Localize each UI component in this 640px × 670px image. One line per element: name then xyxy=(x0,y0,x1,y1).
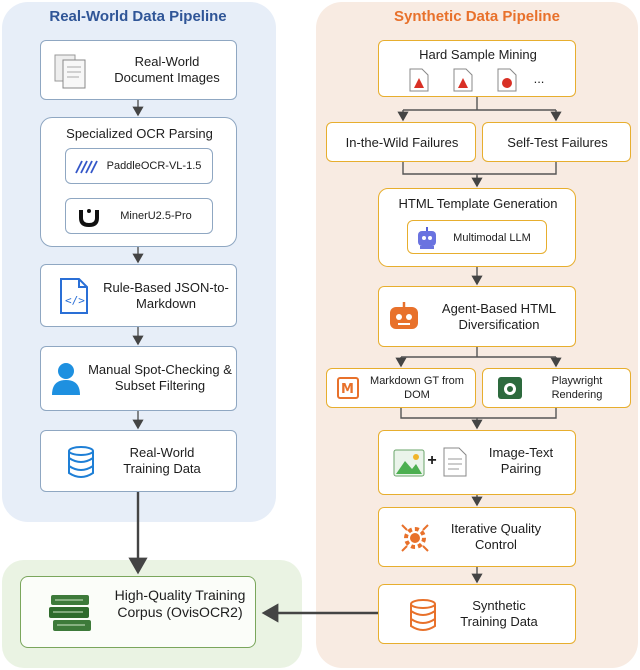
image-text-pairing-label: Image-Text Pairing xyxy=(488,445,554,476)
real-training-label: Real-World Training Data xyxy=(123,445,201,476)
rule-based-box: </> Rule-Based JSON-to-Markdown xyxy=(40,264,237,327)
paddle-label: PaddleOCR-VL-1.5 xyxy=(106,160,202,172)
document-images-box: Real-World Document Images xyxy=(40,40,237,100)
hard-mining-label: Hard Sample Mining xyxy=(419,47,537,62)
selftest-failures-label: Self-Test Failures xyxy=(507,135,608,150)
playwright-label: Playwright Rendering xyxy=(551,375,603,401)
manual-check-box: Manual Spot-Checking & Subset Filtering xyxy=(40,346,237,411)
person-icon xyxy=(51,361,81,395)
more-ellipsis: ... xyxy=(533,71,545,86)
code-file-icon: </> xyxy=(59,277,89,315)
warning-file-icon xyxy=(453,68,473,92)
database-icon xyxy=(67,445,95,479)
real-training-box: Real-World Training Data xyxy=(40,430,237,492)
image-text-pairing-box: + Image-Text Pairing xyxy=(378,430,576,495)
svg-text:</>: </> xyxy=(65,294,85,307)
quality-control-box: Iterative Quality Control xyxy=(378,507,576,567)
playwright-box: Playwright Rendering xyxy=(482,368,631,408)
wild-failures-label: In-the-Wild Failures xyxy=(345,135,459,150)
books-icon xyxy=(47,593,93,633)
manual-check-label: Manual Spot-Checking & Subset Filtering xyxy=(88,362,232,393)
paddle-box: PaddleOCR-VL-1.5 xyxy=(65,148,213,184)
hard-mining-box: Hard Sample Mining ... xyxy=(378,40,576,97)
agent-diversification-box: Agent-Based HTML Diversification xyxy=(378,286,576,347)
browser-icon xyxy=(497,376,523,400)
rule-based-label: Rule-Based JSON-to-Markdown xyxy=(103,280,229,311)
text-file-icon xyxy=(443,447,467,477)
document-stack-icon xyxy=(53,53,93,89)
corpus-box: High-Quality Training Corpus (OvisOCR2) xyxy=(20,576,256,648)
mineru-label: MinerU2.5-Pro xyxy=(120,210,192,222)
llm-label: Multimodal LLM xyxy=(453,232,531,244)
document-images-label: Real-World Document Images xyxy=(114,54,220,85)
synthetic-training-label: Synthetic Training Data xyxy=(460,598,538,629)
synthetic-title: Synthetic Data Pipeline xyxy=(394,8,560,25)
warning-file-icon xyxy=(409,68,429,92)
agent-diversification-label: Agent-Based HTML Diversification xyxy=(441,301,557,332)
plus-sign: + xyxy=(427,452,437,469)
selftest-failures-box: Self-Test Failures xyxy=(482,122,631,162)
synthetic-training-box: Synthetic Training Data xyxy=(378,584,576,644)
quality-gear-icon xyxy=(399,522,431,554)
mineru-box: MinerU2.5-Pro xyxy=(65,198,213,234)
markdown-gt-label: Markdown GT from DOM xyxy=(370,375,464,401)
robot-icon xyxy=(416,226,438,250)
database-orange-icon xyxy=(409,598,437,632)
paddle-logo-icon xyxy=(74,159,98,175)
agent-robot-icon xyxy=(387,301,421,335)
wild-failures-box: In-the-Wild Failures xyxy=(326,122,476,162)
real-world-title: Real-World Data Pipeline xyxy=(49,8,227,25)
image-icon xyxy=(393,449,425,477)
quality-control-label: Iterative Quality Control xyxy=(450,521,542,552)
ocr-parsing-box: Specialized OCR Parsing PaddleOCR-VL-1.5… xyxy=(40,117,237,247)
markdown-icon: M xyxy=(337,377,359,399)
warning-file-icon xyxy=(497,68,517,92)
html-template-label: HTML Template Generation xyxy=(398,196,558,211)
llm-box: Multimodal LLM xyxy=(407,220,547,254)
mineru-logo-icon xyxy=(78,206,100,228)
corpus-label: High-Quality Training Corpus (OvisOCR2) xyxy=(114,587,246,620)
html-template-box: HTML Template Generation Multimodal LLM xyxy=(378,188,576,267)
markdown-gt-box: M Markdown GT from DOM xyxy=(326,368,476,408)
ocr-parsing-title: Specialized OCR Parsing xyxy=(66,126,213,141)
svg-text:M: M xyxy=(341,382,354,397)
